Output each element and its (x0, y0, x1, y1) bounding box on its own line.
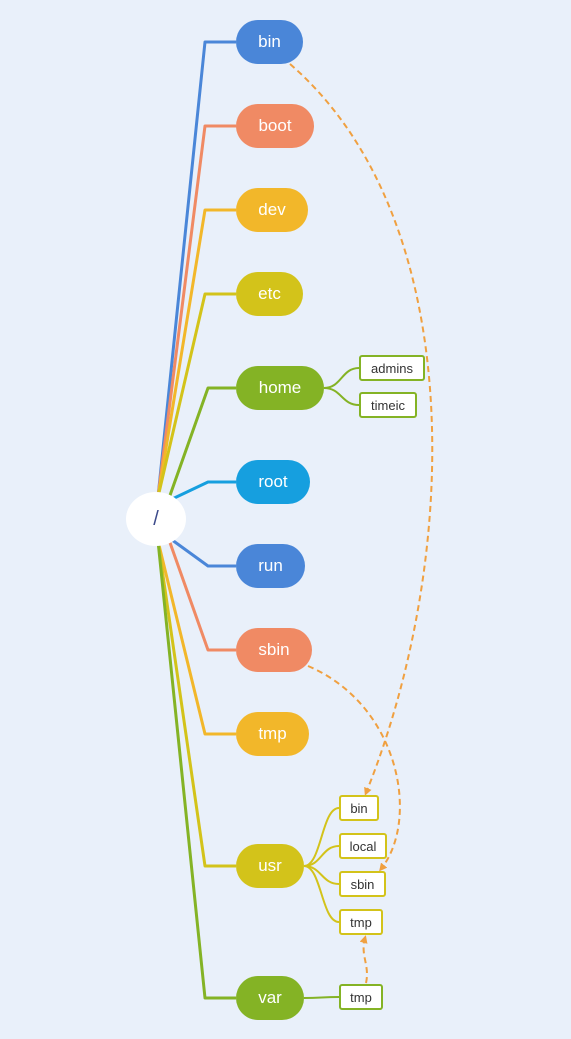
branch-line-dev (156, 208, 236, 498)
leaf-line-usr-0 (303, 807, 340, 867)
dir-node-etc[interactable]: etc (236, 272, 303, 316)
branch-line-run (167, 535, 236, 568)
leaf-node-usr-bin[interactable]: bin (339, 795, 379, 821)
dir-node-sbin[interactable]: sbin (236, 628, 312, 672)
leaf-node-usr-sbin[interactable]: sbin (339, 871, 386, 897)
leaf-node-usr-tmp[interactable]: tmp (339, 909, 383, 935)
branch-line-tmp (156, 540, 236, 736)
branch-line-root (167, 480, 236, 503)
symlink-arrow-sbin (307, 665, 401, 872)
root-node[interactable]: / (126, 492, 186, 546)
dir-node-bin[interactable]: bin (236, 20, 303, 64)
leaf-node-home-timeic[interactable]: timeic (359, 392, 417, 418)
leaf-line-usr-3 (303, 865, 340, 923)
dir-node-run[interactable]: run (236, 544, 305, 588)
leaf-line-home-1 (323, 387, 360, 406)
branch-line-etc (156, 292, 236, 498)
dir-node-boot[interactable]: boot (236, 104, 314, 148)
dir-node-root[interactable]: root (236, 460, 310, 504)
branch-line-boot (156, 124, 236, 498)
branch-line-usr (156, 540, 236, 868)
branch-line-sbin (166, 536, 236, 652)
branch-line-var (156, 540, 236, 1000)
dir-node-dev[interactable]: dev (236, 188, 308, 232)
leaf-node-var-tmp[interactable]: tmp (339, 984, 383, 1010)
symlink-arrow-bin (289, 63, 434, 796)
branch-line-home (166, 386, 236, 502)
dir-node-tmp[interactable]: tmp (236, 712, 309, 756)
leaf-line-var-0 (303, 996, 340, 999)
dir-node-var[interactable]: var (236, 976, 304, 1020)
dir-node-home[interactable]: home (236, 366, 324, 410)
branch-line-bin (156, 40, 236, 498)
dir-node-usr[interactable]: usr (236, 844, 304, 888)
leaf-node-usr-local[interactable]: local (339, 833, 387, 859)
leaf-node-home-admins[interactable]: admins (359, 355, 425, 381)
symlink-arrow-var-tmp (359, 935, 368, 984)
